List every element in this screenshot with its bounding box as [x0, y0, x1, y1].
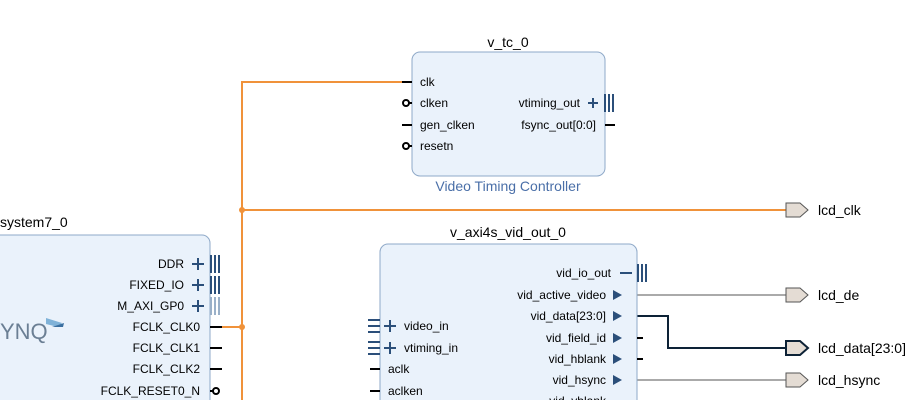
pin-fclk-clk0[interactable]: FCLK_CLK0	[133, 320, 201, 334]
output-arrow-icon	[613, 333, 622, 343]
output-arrow-icon	[613, 354, 622, 364]
output-port-icon	[785, 202, 809, 218]
bus-interface-icon	[637, 264, 647, 282]
pin-fixed-io[interactable]: FIXED_IO	[129, 278, 184, 292]
pin-clk[interactable]: clk	[420, 75, 436, 89]
pin-vtiming-in[interactable]: vtiming_in	[404, 341, 458, 355]
pin-aclk[interactable]: aclk	[388, 362, 410, 376]
pin-fclk-reset0-n[interactable]: FCLK_RESET0_N	[101, 384, 200, 398]
junction-dot	[239, 324, 245, 330]
block-v-tc-0[interactable]: v_tc_0 Video Timing Controller clk clken…	[402, 34, 615, 194]
pin-clken[interactable]: clken	[420, 96, 448, 110]
external-port-lcd-hsync[interactable]: lcd_hsync	[785, 372, 880, 388]
bus-interface-icon	[210, 276, 220, 294]
output-bus-port-icon	[785, 340, 810, 356]
pin-fsync-out[interactable]: fsync_out[0:0]	[521, 118, 596, 132]
plus-icon[interactable]	[192, 258, 204, 270]
external-port-lcd-de[interactable]: lcd_de	[785, 287, 859, 303]
pin-gen-clken[interactable]: gen_clken	[420, 118, 475, 132]
pin-resetn[interactable]: resetn	[420, 139, 453, 153]
pin-fclk-clk1[interactable]: FCLK_CLK1	[133, 341, 201, 355]
pin-vid-hblank[interactable]: vid_hblank	[549, 352, 607, 366]
block-body-vtc	[411, 51, 606, 177]
pin-video-in[interactable]: video_in	[404, 319, 449, 333]
pin-m-axi-gp0[interactable]: M_AXI_GP0	[117, 299, 184, 313]
bus-interface-icon	[368, 341, 380, 355]
wires	[222, 81, 786, 400]
zynq-logo-mark	[46, 318, 64, 327]
port-label-lcd-data: lcd_data[23:0]	[818, 340, 905, 356]
pin-vid-field-id[interactable]: vid_field_id	[546, 331, 606, 345]
block-title-vout: v_axi4s_vid_out_0	[450, 224, 566, 240]
output-arrow-icon	[613, 375, 622, 385]
output-port-icon	[785, 372, 809, 388]
active-low-bubble-icon	[212, 387, 220, 395]
junction-dot	[239, 207, 245, 213]
pin-vid-active-video[interactable]: vid_active_video	[517, 288, 606, 302]
bus-interface-icon	[604, 94, 614, 112]
output-arrow-icon	[613, 290, 622, 300]
zynq-logo: YNQ	[0, 319, 48, 344]
bus-interface-icon	[210, 255, 220, 273]
block-title-vtc: v_tc_0	[487, 34, 528, 50]
pin-vid-io-out[interactable]: vid_io_out	[556, 266, 611, 280]
wire-clk-vtc[interactable]	[241, 81, 405, 327]
block-processing-system7-0[interactable]: system7_0 YNQ DDR FIXED_IO M_AXI_GP0	[0, 214, 222, 400]
pin-fclk-clk2[interactable]: FCLK_CLK2	[133, 362, 201, 376]
block-v-axi4s-vid-out-0[interactable]: v_axi4s_vid_out_0 video_in vtiming_in ac…	[368, 224, 647, 400]
active-low-bubble-icon	[402, 99, 410, 107]
pin-vid-hsync[interactable]: vid_hsync	[553, 373, 606, 387]
plus-icon[interactable]	[588, 98, 598, 108]
pin-vid-vblank[interactable]: vid_vblank	[549, 394, 607, 400]
active-low-bubble-icon	[402, 142, 410, 150]
port-label-lcd-de: lcd_de	[818, 287, 859, 303]
plus-icon[interactable]	[384, 320, 396, 332]
block-body-vout	[379, 243, 638, 400]
output-port-icon	[785, 287, 809, 303]
port-label-lcd-hsync: lcd_hsync	[818, 372, 880, 388]
pin-vtiming-out[interactable]: vtiming_out	[519, 96, 581, 110]
bus-interface-icon	[210, 297, 220, 315]
external-port-lcd-data[interactable]: lcd_data[23:0]	[785, 340, 905, 356]
pin-ddr[interactable]: DDR	[158, 257, 184, 271]
plus-icon[interactable]	[384, 342, 396, 354]
port-label-lcd-clk: lcd_clk	[818, 202, 862, 218]
block-body-ps	[0, 234, 211, 400]
bus-interface-icon	[368, 319, 380, 333]
block-subtitle-vtc: Video Timing Controller	[435, 178, 581, 194]
block-title-ps: system7_0	[0, 214, 68, 230]
pin-aclken[interactable]: aclken	[388, 384, 423, 398]
plus-icon[interactable]	[192, 300, 204, 312]
external-port-lcd-clk[interactable]: lcd_clk	[785, 202, 862, 218]
pin-vid-data[interactable]: vid_data[23:0]	[531, 309, 606, 323]
plus-icon[interactable]	[192, 279, 204, 291]
output-arrow-icon	[613, 311, 622, 321]
wire-lcd-data[interactable]	[637, 315, 786, 349]
